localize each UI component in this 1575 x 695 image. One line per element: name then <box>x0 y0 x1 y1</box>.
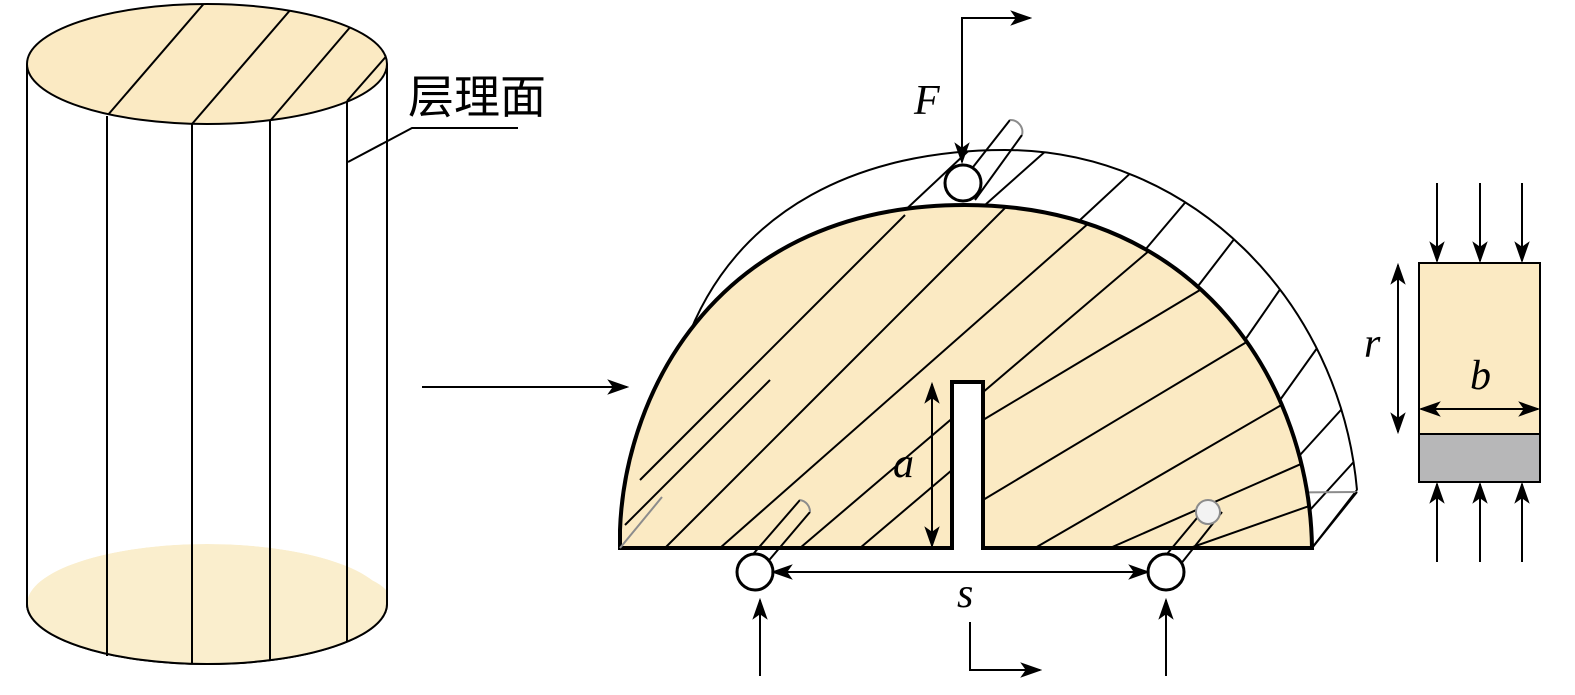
front-face-outline <box>618 202 1315 550</box>
left-support-roller <box>735 499 812 592</box>
front-face <box>620 205 1312 548</box>
load-force-arrow <box>954 10 1033 165</box>
notch <box>952 382 983 548</box>
bedding-leader-line <box>347 127 518 163</box>
top-face-bedding-lines <box>106 4 387 124</box>
radius-label: r <box>1364 321 1381 367</box>
top-roller <box>943 118 1024 203</box>
scb-specimen <box>618 148 1358 550</box>
cylinder-top-face <box>26 3 388 125</box>
notch-length-label: a <box>893 441 914 487</box>
rock-cylinder <box>26 3 388 665</box>
span-label: s <box>957 571 973 617</box>
section-cut-marker <box>969 622 1038 671</box>
right-support-roller <box>1146 499 1223 592</box>
back-face-outer-arc <box>684 148 1358 491</box>
cross-section: r b <box>1364 183 1541 562</box>
section-support-platen <box>1418 433 1541 483</box>
bedding-plane-callout: 层理面 <box>347 72 546 163</box>
cylinder-base-tint <box>27 559 387 664</box>
back-face <box>685 150 1357 548</box>
load-force-label: F <box>913 78 940 124</box>
bedding-plane-label: 层理面 <box>408 72 546 123</box>
thickness-label: b <box>1470 353 1491 399</box>
